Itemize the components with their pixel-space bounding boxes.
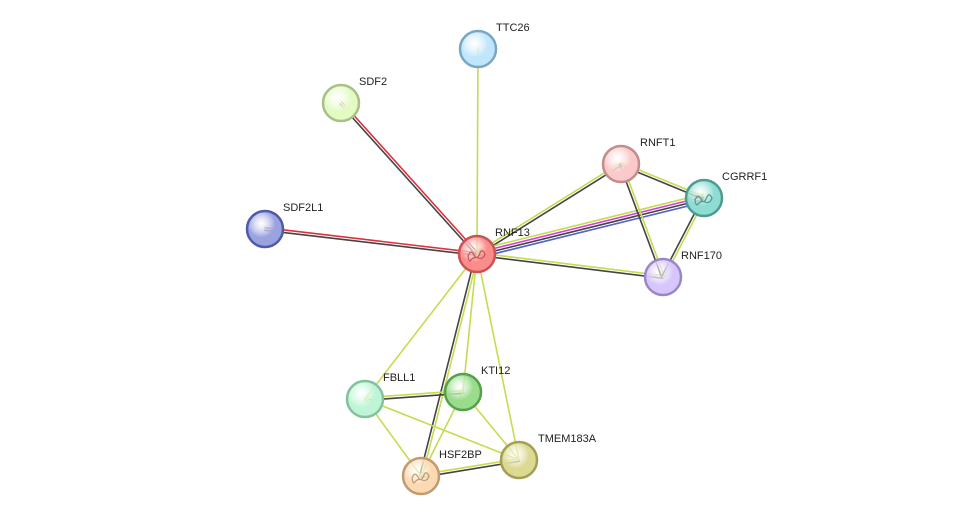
edge-line	[476, 251, 664, 277]
node-label: RNF13	[495, 227, 530, 239]
node-circle[interactable]	[499, 440, 539, 480]
edge-line	[339, 103, 477, 256]
protein-structure-icon	[467, 250, 486, 262]
protein-structure-icon	[694, 194, 713, 206]
edge-line	[476, 164, 623, 256]
node-ttc26[interactable]: TTC26	[458, 22, 530, 69]
node-label: RNF170	[681, 250, 722, 262]
edge-RNF13-RNFT1	[475, 162, 623, 256]
node-label: KTI12	[481, 365, 510, 377]
node-hsf2bp[interactable]: HSF2BP	[401, 449, 482, 496]
edge-line	[476, 253, 520, 461]
node-label: RNFT1	[640, 137, 675, 149]
edge-line	[418, 252, 477, 477]
edge-line	[618, 163, 663, 279]
node-cgrrf1[interactable]: CGRRF1	[684, 171, 767, 218]
node-tmem183a[interactable]: TMEM183A	[499, 433, 597, 480]
edge-FBLL1-TMEM183A	[364, 398, 520, 461]
edge-RNF13-TTC26	[476, 48, 479, 255]
edge-line	[477, 200, 706, 259]
edge-RNF13-SDF2L1	[264, 226, 478, 257]
edge-RNF13-KTI12	[462, 253, 478, 393]
node-label: CGRRF1	[722, 171, 767, 183]
node-sdf2[interactable]: SDF2	[321, 76, 387, 123]
node-circle[interactable]	[345, 379, 385, 419]
node-label: HSF2BP	[439, 449, 482, 461]
node-sdf2l1[interactable]: SDF2L1	[245, 202, 323, 249]
node-label: TTC26	[496, 22, 530, 34]
node-circle[interactable]	[601, 144, 641, 184]
node-label: TMEM183A	[538, 433, 597, 445]
edge-line	[475, 195, 705, 254]
edge-RNF13-HSF2BP	[418, 252, 480, 478]
node-circle[interactable]	[245, 209, 285, 249]
edge-RNFT1-RNF170	[618, 162, 666, 279]
edge-RNF13-CGRRF1	[475, 193, 706, 259]
edge-line	[621, 162, 666, 278]
node-fbll1[interactable]: FBLL1	[345, 372, 415, 419]
edge-line	[264, 229, 478, 257]
node-circle[interactable]	[443, 372, 483, 412]
protein-structure-icon	[411, 472, 430, 484]
node-circle[interactable]	[401, 456, 441, 496]
edge-line	[476, 254, 664, 280]
edge-line	[462, 253, 478, 393]
edge-line	[421, 253, 480, 478]
node-label: SDF2L1	[283, 202, 323, 214]
node-circle[interactable]	[458, 29, 498, 69]
edge-line	[476, 48, 479, 255]
node-circle[interactable]	[457, 234, 497, 274]
edge-RNF13-TMEM183A	[476, 253, 520, 461]
node-circle[interactable]	[321, 83, 361, 123]
edge-line	[364, 253, 478, 400]
edge-RNF13-RNF170	[476, 251, 664, 280]
node-label: SDF2	[359, 76, 387, 88]
node-rnf170[interactable]: RNF170	[643, 250, 722, 297]
node-rnf13[interactable]: RNF13	[457, 227, 530, 274]
edge-RNF13-FBLL1	[364, 253, 478, 400]
edge-line	[475, 162, 622, 254]
node-rnft1[interactable]: RNFT1	[601, 137, 675, 184]
edge-line	[476, 198, 706, 257]
node-circle[interactable]	[643, 257, 683, 297]
edge-line	[364, 398, 520, 461]
node-label: FBLL1	[383, 372, 415, 384]
node-kti12[interactable]: KTI12	[443, 365, 510, 412]
edge-line	[264, 226, 478, 254]
node-circle[interactable]	[684, 178, 724, 218]
edge-line	[475, 193, 704, 252]
edge-RNF13-SDF2	[339, 101, 479, 256]
edge-line	[341, 101, 479, 254]
